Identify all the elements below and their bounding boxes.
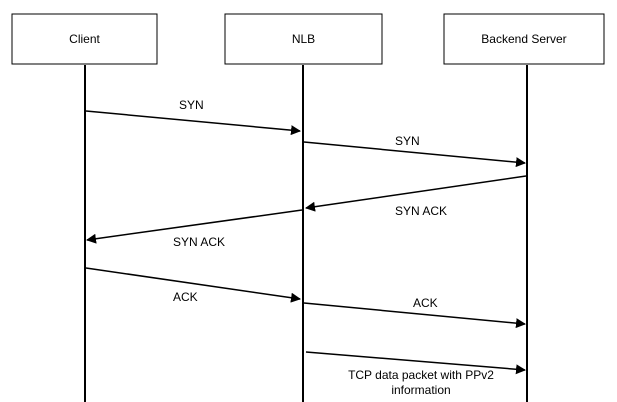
message-arrow-syn-nlb-to-backend	[303, 141, 526, 168]
message-arrow-ack-nlb-to-backend	[303, 302, 526, 329]
participant-nlb: NLB	[224, 13, 383, 65]
message-arrow-tcp-data-nlb-to-backend	[305, 351, 526, 375]
message-label-ack-nlb-to-backend: ACK	[413, 296, 438, 310]
participant-client: Client	[11, 13, 158, 65]
message-label-synack-backend-to-nlb: SYN ACK	[395, 204, 447, 218]
message-label-tcp-data-line2: information	[391, 383, 450, 397]
participant-nlb-label: NLB	[292, 32, 315, 46]
message-label-tcp-data-line1: TCP data packet with PPv2	[348, 368, 494, 382]
participant-backend-label: Backend Server	[481, 32, 566, 46]
message-arrow-synack-nlb-to-client	[86, 209, 303, 244]
message-arrow-syn-client-to-nlb	[85, 110, 301, 136]
message-label-synack-nlb-to-client: SYN ACK	[173, 235, 225, 249]
message-arrow-synack-backend-to-nlb	[305, 175, 527, 212]
participant-backend: Backend Server	[443, 13, 605, 65]
message-arrow-ack-client-to-nlb	[85, 267, 301, 303]
message-label-syn-nlb-to-backend: SYN	[395, 134, 420, 148]
message-label-ack-client-to-nlb: ACK	[173, 290, 198, 304]
participant-client-label: Client	[69, 32, 100, 46]
message-label-syn-client-to-nlb: SYN	[179, 98, 204, 112]
